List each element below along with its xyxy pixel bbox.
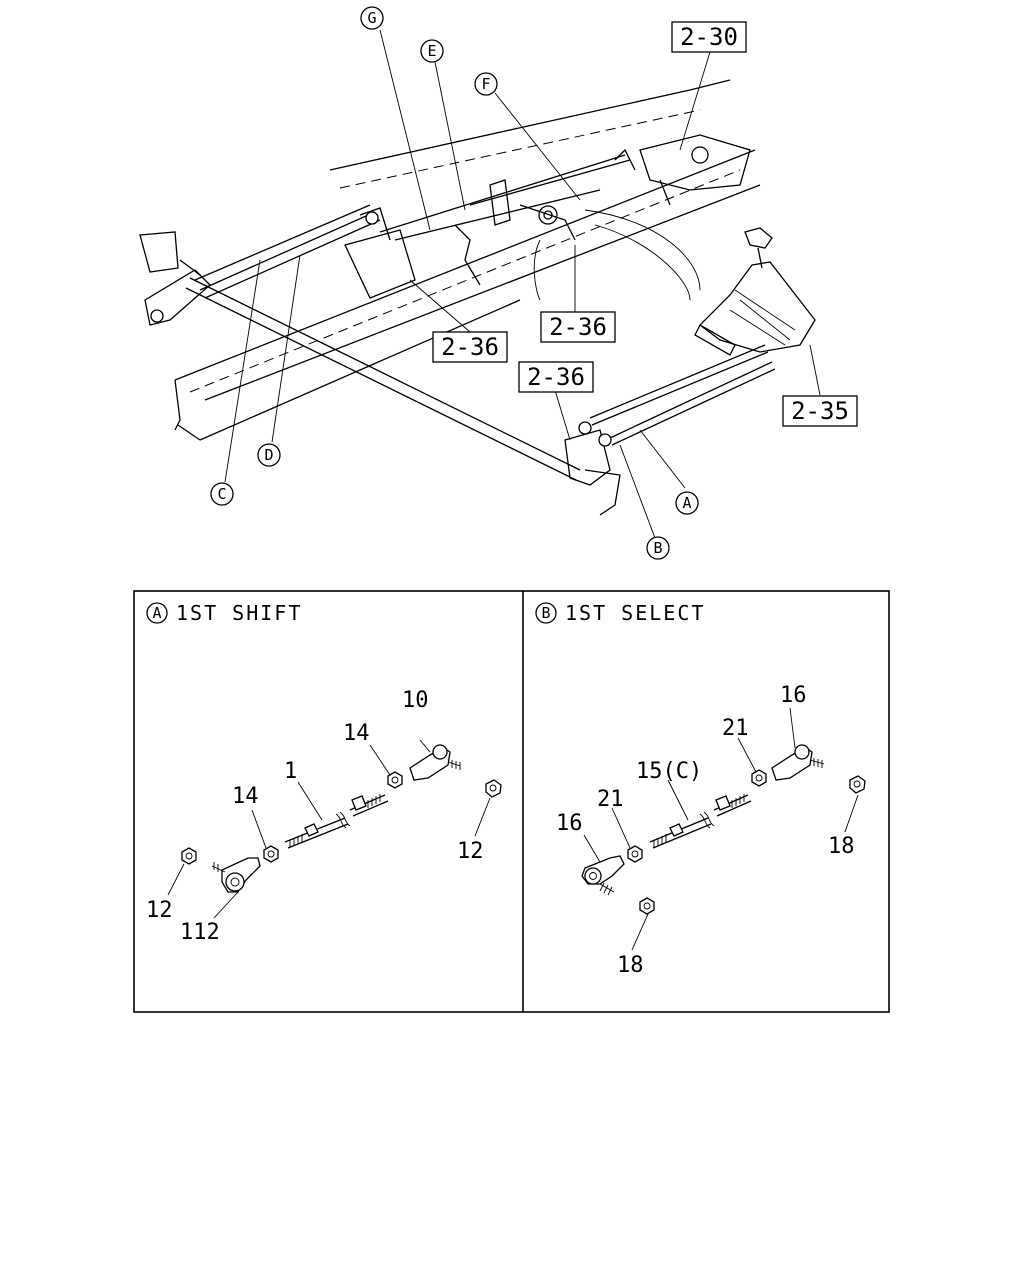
part-label-21-upper: 21 — [722, 716, 749, 741]
svg-text:A: A — [152, 604, 161, 622]
panel-b-title: B 1ST SELECT — [535, 601, 705, 625]
ref-callout-2-36-center: 2-36 — [432, 331, 508, 363]
overview-illustration: 2-30 2-36 2-36 2-36 2-35 G E F — [139, 6, 858, 560]
detail-box — [133, 590, 890, 1013]
ball-joint-16-left — [581, 855, 625, 896]
part-label-18-right: 18 — [828, 834, 855, 859]
svg-text:B: B — [653, 539, 662, 557]
part-label-14-upper: 14 — [343, 721, 370, 746]
part-label-10: 10 — [402, 688, 429, 713]
panel-b-parts — [581, 744, 866, 915]
panel-a-title: A 1ST SHIFT — [146, 601, 302, 625]
panel-a-parts — [181, 744, 502, 893]
svg-text:1ST SHIFT: 1ST SHIFT — [176, 601, 302, 625]
part-label-12-left: 12 — [146, 898, 173, 923]
part-label-16-left: 16 — [556, 811, 583, 836]
part-label-1: 1 — [284, 759, 297, 784]
panel-b-1st-select: B 1ST SELECT — [535, 601, 866, 978]
nut-14-upper — [387, 771, 403, 789]
part-label-15c: 15(C) — [636, 759, 702, 784]
ball-joint-16-right — [771, 744, 825, 781]
part-label-18-lower: 18 — [617, 953, 644, 978]
circle-callout-e: E — [420, 39, 444, 63]
ref-label: 2-36 — [527, 363, 585, 391]
panel-a-1st-shift: A 1ST SHIFT — [146, 601, 502, 945]
ref-label: 2-36 — [441, 333, 499, 361]
ref-label: 2-35 — [791, 397, 849, 425]
nut-21-lower — [627, 845, 643, 863]
circle-callout-a: A — [675, 491, 699, 515]
gear-shift-lever — [694, 227, 816, 356]
cross-rod — [185, 277, 581, 481]
svg-text:F: F — [481, 75, 490, 93]
adjusting-rod-1 — [284, 794, 389, 849]
nut-18-lower — [639, 897, 655, 915]
svg-text:1ST SELECT: 1ST SELECT — [565, 601, 705, 625]
part-label-12-right: 12 — [457, 839, 484, 864]
part-label-21-lower: 21 — [597, 787, 624, 812]
ref-callout-2-36-middle: 2-36 — [540, 311, 616, 343]
panel-a-leaders — [167, 739, 491, 919]
lower-right-bracket — [564, 421, 621, 516]
svg-text:A: A — [682, 494, 691, 512]
nut-21-upper — [751, 769, 767, 787]
svg-text:D: D — [264, 446, 273, 464]
upper-cables — [194, 154, 631, 299]
part-label-14-lower: 14 — [232, 784, 259, 809]
part-label-112: 112 — [180, 920, 220, 945]
ref-label: 2-36 — [549, 313, 607, 341]
adjusting-rod-15c — [649, 794, 752, 849]
svg-text:E: E — [427, 42, 436, 60]
ref-label: 2-30 — [680, 23, 738, 51]
circle-callout-g: G — [360, 6, 384, 30]
nut-14-lower — [263, 845, 279, 863]
ref-callout-2-30: 2-30 — [671, 21, 747, 53]
nut-12-left — [181, 847, 197, 865]
circle-callout-c: C — [210, 482, 234, 506]
ball-joint-112 — [211, 857, 261, 893]
leader-lines — [224, 29, 821, 539]
nut-12-right — [485, 779, 502, 798]
svg-text:B: B — [541, 604, 550, 622]
nut-18-right — [849, 775, 866, 794]
part-label-16-right: 16 — [780, 683, 807, 708]
transmission-housing — [614, 134, 751, 206]
ball-joint-10 — [409, 744, 461, 781]
ref-callout-2-35: 2-35 — [782, 395, 858, 427]
ref-callout-2-36-lower: 2-36 — [518, 361, 594, 393]
frame-rail — [174, 79, 761, 441]
circle-callout-f: F — [474, 72, 498, 96]
svg-text:C: C — [217, 485, 226, 503]
svg-text:G: G — [367, 9, 376, 27]
circle-callout-d: D — [257, 443, 281, 467]
left-bracket — [139, 231, 211, 326]
circle-callout-b: B — [646, 536, 670, 560]
middle-linkage — [489, 179, 701, 301]
panel-b-leaders — [583, 707, 859, 951]
center-bracket — [344, 207, 481, 299]
shift-select-rods — [589, 344, 776, 446]
